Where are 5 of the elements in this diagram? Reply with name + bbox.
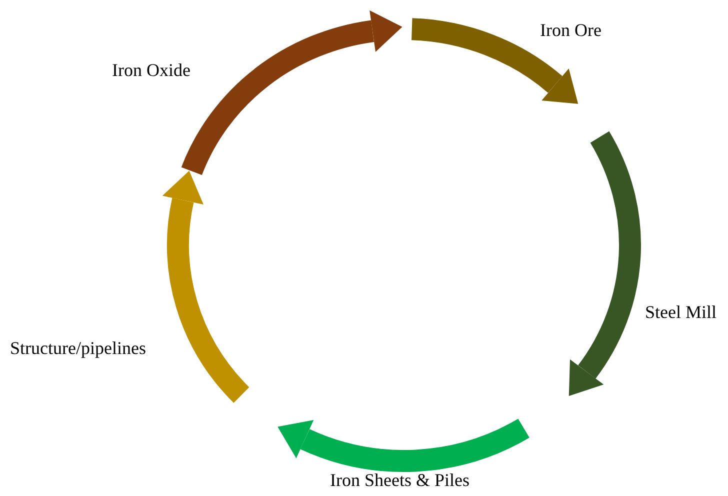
stage-label: Iron Ore	[540, 20, 602, 42]
stage-label: Steel Mill	[645, 302, 716, 324]
stage-label: Structure/pipelines	[10, 338, 146, 360]
stage-label: Iron Oxide	[112, 60, 190, 82]
stage-label: Iron Sheets & Piles	[330, 470, 470, 492]
